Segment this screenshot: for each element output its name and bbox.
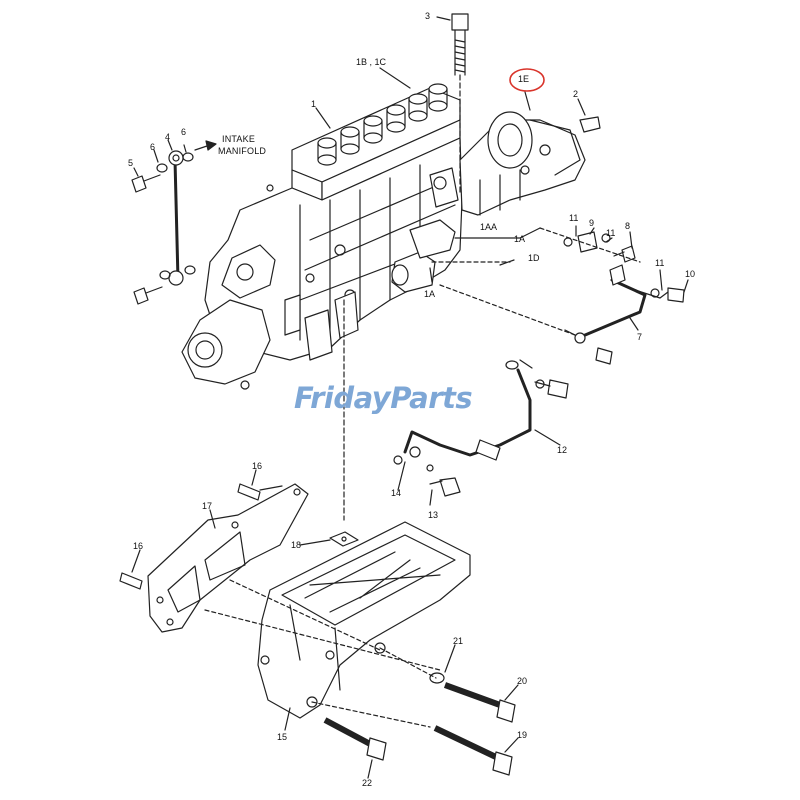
- watermark-part1: Friday: [294, 381, 391, 415]
- callout-22: 22: [362, 778, 373, 788]
- callout-2: 2: [573, 89, 579, 99]
- callout-17: 17: [202, 501, 213, 511]
- callout-18: 18: [291, 540, 302, 550]
- callout-14: 14: [391, 488, 402, 498]
- callout-1d: 1D: [528, 253, 540, 263]
- callout-20: 20: [517, 676, 528, 686]
- injection-pump: [181, 83, 463, 390]
- callout-16-left: 16: [133, 541, 144, 551]
- callout-16-top: 16: [252, 461, 263, 471]
- callout-9: 9: [589, 218, 595, 228]
- callout-5: 5: [128, 158, 134, 168]
- callout-3: 3: [425, 11, 431, 21]
- callout-4: 4: [165, 132, 171, 142]
- callout-6-right: 6: [181, 127, 187, 137]
- callout-10: 10: [685, 269, 696, 279]
- bolt-22: [323, 717, 387, 761]
- callout-6-left: 6: [150, 142, 156, 152]
- callout-1: 1: [311, 99, 317, 109]
- pipe-7: [539, 227, 685, 365]
- callout-21: 21: [453, 636, 464, 646]
- callout-1e: 1E: [518, 74, 530, 84]
- callout-11-c: 11: [655, 258, 665, 268]
- bracket-15: [257, 521, 471, 719]
- callout-15: 15: [277, 732, 288, 742]
- intake-label-line1: INTAKE: [222, 134, 256, 144]
- highlight-circle: [509, 68, 545, 92]
- callout-1b-1c: 1B , 1C: [356, 57, 387, 67]
- gasket-17: [147, 483, 309, 633]
- watermark-part2: Parts: [390, 381, 473, 415]
- callout-11-a: 11: [569, 213, 579, 223]
- callout-1aa: 1AA: [480, 222, 498, 232]
- bolt-19: [433, 725, 513, 776]
- callout-19: 19: [517, 730, 528, 740]
- callout-13: 13: [428, 510, 439, 520]
- callout-1a-right: 1A: [514, 234, 526, 244]
- callout-11-b: 11: [606, 228, 616, 238]
- drive-coupling: [459, 111, 586, 216]
- callout-12: 12: [557, 445, 568, 455]
- bracket-left: [131, 150, 196, 305]
- callout-1a-bottom: 1A: [424, 289, 436, 299]
- callout-7: 7: [637, 332, 643, 342]
- watermark-logo: FridayParts: [294, 381, 473, 415]
- intake-label-line2: MANIFOLD: [218, 146, 267, 156]
- callout-8: 8: [625, 221, 631, 231]
- pipe-12: [393, 359, 569, 472]
- bolt-20: [443, 682, 516, 723]
- bolt-13: [429, 477, 461, 497]
- bolt-3: [451, 13, 469, 76]
